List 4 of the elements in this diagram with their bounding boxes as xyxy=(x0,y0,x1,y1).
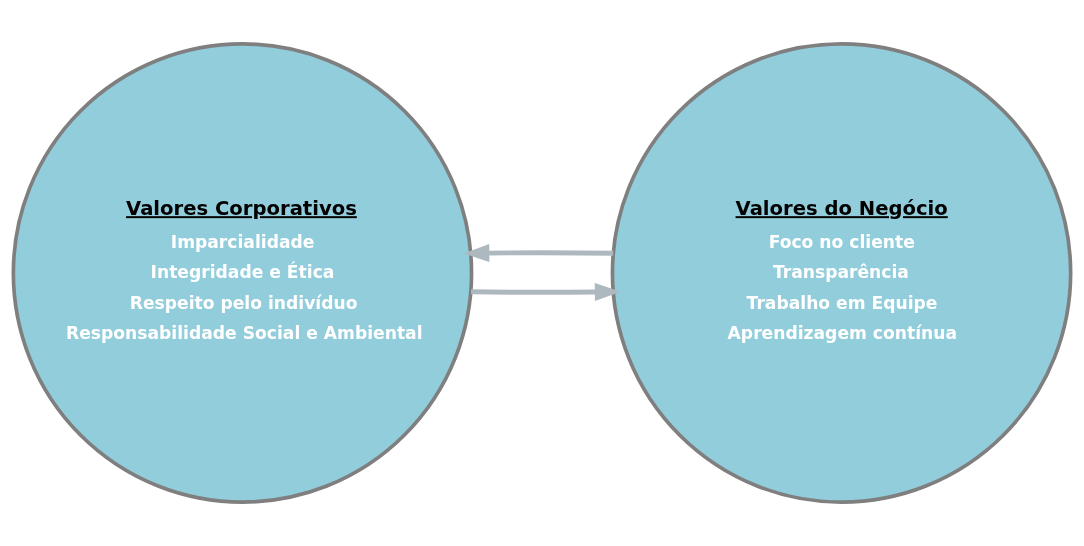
node-circle: Valores do Negócio Foco no cliente Transparência Trabalho em Equipe Aprendizagem contínua xyxy=(610,42,1073,504)
node-circle: Valores Corporativos Imparcialidade Integridade e Ética Respeito pelo indivíduo Responsabilidade Social e Ambiental xyxy=(11,42,474,504)
arrow xyxy=(470,283,621,302)
arrow xyxy=(463,244,614,263)
